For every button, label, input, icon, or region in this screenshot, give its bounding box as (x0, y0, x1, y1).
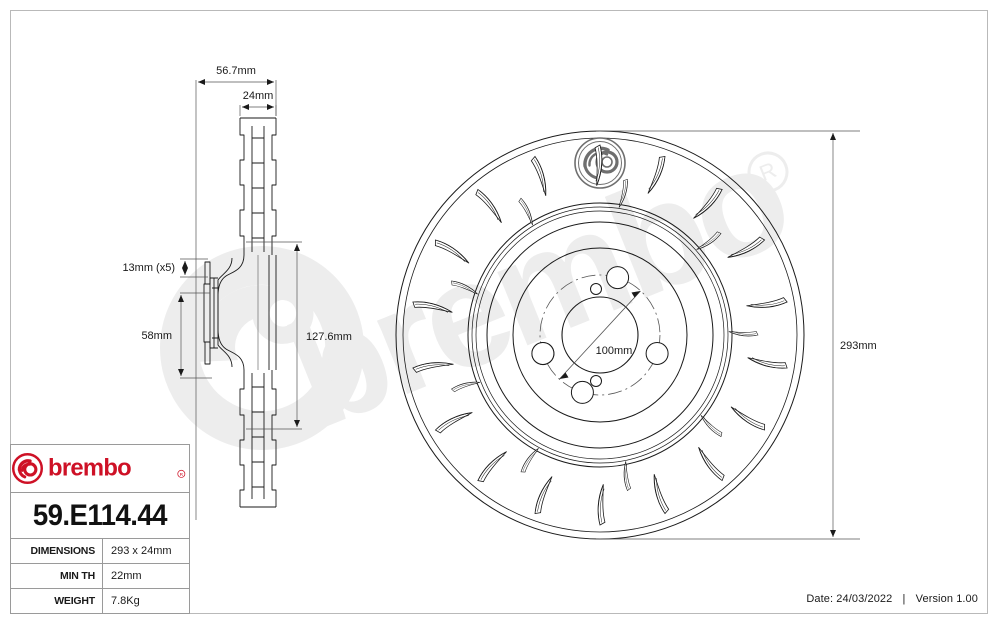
dim-disc-outer-diameter-label: 293mm (840, 340, 877, 352)
dim-disc-thickness (239, 104, 277, 116)
footer-version-label: Version (915, 593, 954, 605)
spec-row-min-th: MIN TH 22mm (11, 564, 189, 589)
dim-disc-outer-span-label: 127.6mm (306, 331, 352, 343)
dim-bolt-circle-label: 100mm (596, 345, 633, 357)
dim-disc-outer-span (246, 241, 302, 430)
spec-value-weight: 7.8Kg (111, 595, 140, 607)
svg-text:brembo: brembo (48, 456, 131, 481)
svg-text:R: R (180, 472, 184, 478)
drawing-footer: Date: 24/03/2022 | Version 1.00 (806, 593, 978, 605)
dim-bolt-circle (559, 290, 641, 380)
dim-disc-thickness-label: 24mm (243, 90, 274, 102)
spec-key-dimensions: DIMENSIONS (11, 539, 103, 563)
footer-date-value: 24/03/2022 (836, 593, 893, 605)
spec-key-weight: WEIGHT (11, 589, 103, 613)
dim-disc-outer-diameter (596, 130, 860, 540)
footer-separator: | (902, 593, 906, 605)
brand-logo: brembo R (11, 445, 189, 493)
footer-date-label: Date: (806, 593, 834, 605)
dim-bolt-hole-pitch-label: 13mm (x5) (122, 262, 175, 274)
part-number: 59.E114.44 (32, 498, 168, 532)
spec-key-min-th: MIN TH (11, 564, 103, 588)
title-block: brembo R 59.E114.44 DIMENSIONS 293 x 24m… (10, 444, 190, 614)
spec-row-dimensions: DIMENSIONS 293 x 24mm (11, 539, 189, 564)
dim-bolt-hole-pitch (180, 258, 208, 278)
spec-row-weight: WEIGHT 7.8Kg (11, 589, 189, 613)
spec-value-min-th: 22mm (111, 570, 142, 582)
spec-value-dimensions: 293 x 24mm (111, 545, 172, 557)
dim-overall-width-label: 56.7mm (216, 65, 256, 77)
footer-version-value: 1.00 (956, 593, 978, 605)
part-number-cell: 59.E114.44 (11, 493, 189, 539)
dim-hub-bore-span-label: 58mm (141, 330, 172, 342)
brembo-wordmark: brembo R (48, 456, 186, 481)
dim-hub-bore-span (178, 292, 212, 379)
brembo-logo-icon (12, 453, 44, 484)
